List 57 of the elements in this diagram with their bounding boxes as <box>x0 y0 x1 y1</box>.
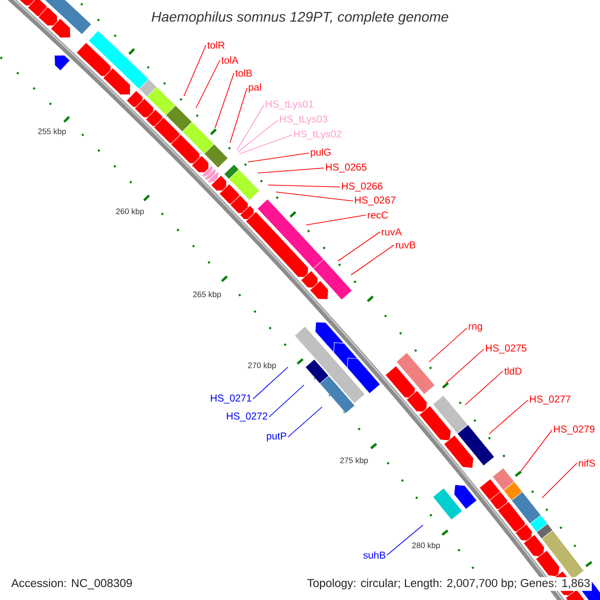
gene-label: HS_0266 <box>342 182 382 192</box>
leader-line <box>184 44 206 96</box>
gene-label: tldD <box>504 367 522 375</box>
leader-line <box>386 524 424 556</box>
leader-line <box>306 214 366 226</box>
scale-label: 255 kbp <box>38 128 66 136</box>
leader-line <box>520 430 552 472</box>
accession-text: Accession: NC_008309 <box>11 578 132 590</box>
scale-label: 275 kbp <box>340 457 368 465</box>
title: Haemophilus somnus 129PT, complete genome <box>152 11 448 25</box>
gene-label: recC <box>368 211 388 219</box>
leader-line <box>464 370 504 406</box>
gene-label: pal <box>248 83 261 93</box>
gene-label: tolA <box>221 56 238 64</box>
scale-label: 265 kbp <box>193 291 221 299</box>
leader-line <box>196 60 220 108</box>
gene-label: HS_0267 <box>355 196 396 206</box>
leader-line <box>542 462 578 498</box>
gene-label: rng <box>468 324 482 332</box>
gene-label: ruvB <box>396 242 416 248</box>
gene-label: HS_tLys01 <box>266 100 314 110</box>
leader-line <box>238 120 278 152</box>
leader-line <box>230 88 248 144</box>
leader-line <box>214 72 234 128</box>
gene-label: HS_0271 <box>210 394 252 404</box>
gene-label: HS_0277 <box>530 396 570 404</box>
gene-label: HS_0265 <box>326 164 366 172</box>
leader-line <box>446 348 484 384</box>
leader-line <box>276 192 354 202</box>
leader-line <box>338 232 380 262</box>
leader-line <box>258 168 324 174</box>
gene-label: tolB <box>235 69 252 77</box>
gene-label: ruvA <box>382 228 402 236</box>
gene-label: HS_tLys03 <box>280 115 328 125</box>
leader-line <box>488 400 528 434</box>
gene-label: HS_0279 <box>554 426 594 434</box>
gene-label: nifS <box>578 459 595 467</box>
gene-label: putP <box>266 432 286 442</box>
gene-label: HS_0275 <box>486 344 526 354</box>
leader-line <box>252 366 288 400</box>
scale-label: 280 kbp <box>412 542 440 550</box>
gene-label: suhB <box>363 551 386 559</box>
leader-line <box>238 134 292 154</box>
gene-label: tolR <box>207 41 225 49</box>
leader-line <box>268 184 340 188</box>
gene-label: HS_tLys02 <box>294 130 342 140</box>
leader-line <box>288 406 322 438</box>
leader-line <box>248 152 310 162</box>
leader-line <box>236 104 264 150</box>
scale-label: 260 kbp <box>116 208 144 216</box>
gene-label: HS_0272 <box>226 412 268 422</box>
leader-line <box>268 384 304 418</box>
scale-label: 270 kbp <box>248 362 276 370</box>
genome-info-text: Topology: circular; Length: 2,007,700 bp; Genes: 1,863 <box>306 577 592 591</box>
leader-line <box>428 328 468 362</box>
gene-label: pulG <box>310 148 331 158</box>
leader-line <box>350 244 394 276</box>
